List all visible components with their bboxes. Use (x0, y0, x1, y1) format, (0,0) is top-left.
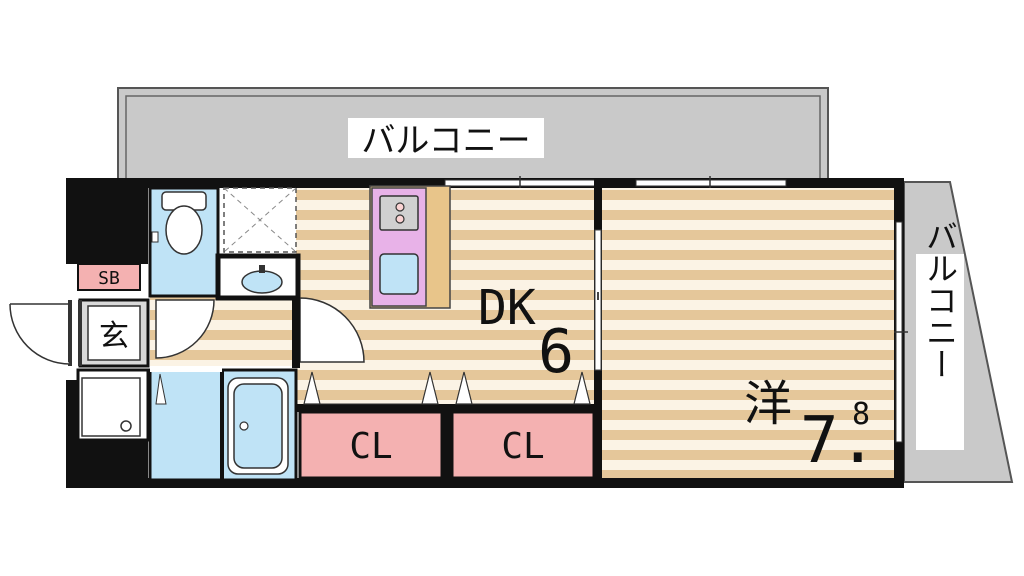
toilet-room (148, 186, 220, 298)
shoe-box-label: SB (98, 268, 120, 289)
entrance: 玄 (68, 298, 150, 368)
balcony-top-label: バルコニー (361, 121, 530, 161)
kitchen-counter (369, 185, 451, 309)
dk-size: 6 (538, 317, 574, 387)
balcony-right-label: バルコニー (921, 220, 959, 380)
balcony-top: バルコニー (117, 87, 829, 181)
closet-1-label: CL (349, 426, 392, 467)
closet-2-label: CL (501, 426, 544, 467)
hall-doors[interactable] (155, 296, 365, 368)
western-room-size: 7. (800, 404, 877, 478)
partition-dk-western (594, 178, 602, 488)
washer-space (223, 187, 297, 253)
western-room-floor (602, 188, 894, 478)
storage-box (76, 368, 150, 442)
western-room-label: 洋 (744, 376, 792, 432)
shoe-box: SB (77, 263, 141, 291)
entrance-door[interactable] (9, 303, 71, 365)
bathroom (148, 368, 298, 482)
western-room-size-decimal: 8 (852, 397, 870, 432)
dk-label-group: DK 6 (478, 280, 574, 387)
balcony-right: バルコニー (903, 181, 1014, 483)
dk-label: DK (478, 280, 536, 336)
western-label-group: 洋 7. 8 (744, 376, 877, 478)
entrance-label: 玄 (99, 319, 129, 354)
wash-basin (215, 253, 301, 301)
closets: CL CL (296, 371, 598, 480)
